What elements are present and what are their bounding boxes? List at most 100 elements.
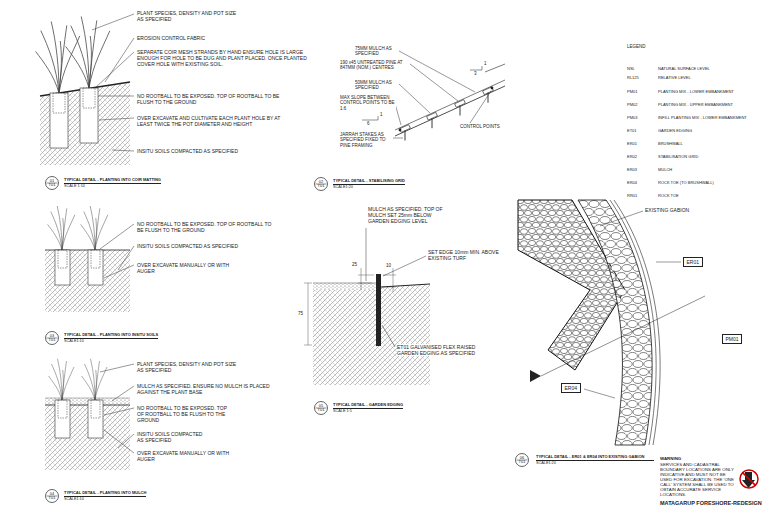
sheet-number: T01 xyxy=(49,183,56,187)
detail-title: TYPICAL DETAIL - PLANTING INTO COIR MATT… xyxy=(64,178,161,184)
leader-line xyxy=(366,228,426,347)
legend-code: PM03 xyxy=(627,116,637,121)
no-dig-warning-icon xyxy=(740,470,758,488)
leader-line xyxy=(99,118,134,120)
detail-title: TYPICAL DETAIL - PLANTING INTO MULCH xyxy=(64,491,146,497)
annotation: SET EDGE 10mm MIN. ABOVE EXISTING TURF xyxy=(428,249,503,261)
annotation: JARRAH STAKES AS SPECIFIED FIXED TO PINE… xyxy=(340,132,392,148)
scale-note: SCALE1:20 xyxy=(536,461,556,466)
leader-line xyxy=(95,52,134,88)
sheet-number: T01 xyxy=(318,408,325,412)
leader-line xyxy=(383,256,426,276)
mulch-planting-section xyxy=(45,359,130,470)
legend-code: RR01 xyxy=(627,194,637,199)
annotation: PLANT SPECIES, DENSITY AND POT SIZE AS S… xyxy=(137,10,237,22)
garden-edging-section xyxy=(383,268,396,292)
material-tag: ER04 xyxy=(561,383,581,393)
annotation: MULCH AS SPECIFIED. ENSURE NO MULCH IS P… xyxy=(137,383,285,395)
stabilising-grid-section xyxy=(399,129,402,132)
gabion-plan xyxy=(614,200,660,445)
leader-line xyxy=(584,211,681,398)
leader-line xyxy=(112,386,134,401)
leader-line xyxy=(399,51,475,92)
sheet-number: T01 xyxy=(519,460,526,464)
coir-planting-section xyxy=(83,88,95,108)
annotation: OVER EXCAVATE MANUALLY OR WITH AUGER xyxy=(137,450,237,462)
stabilising-grid-section xyxy=(362,116,378,120)
insitu-planting-section xyxy=(58,250,67,268)
dimension: 1 xyxy=(484,61,487,66)
coir-planting-section xyxy=(40,82,130,165)
stabilising-grid-section xyxy=(470,66,482,70)
garden-edging-section xyxy=(304,268,396,345)
gabion-plan xyxy=(610,200,656,445)
leader-line xyxy=(98,96,134,97)
detail-title: TYPICAL DETAIL - STABILISING GRID xyxy=(333,179,405,185)
leader-line xyxy=(92,14,134,30)
annotation: PLANT SPECIES, DENSITY AND POT SIZE AS S… xyxy=(137,361,237,373)
annotation: CONTROL POINTS xyxy=(460,124,500,129)
stabilising-grid-section xyxy=(395,80,505,130)
annotation: MAX SLOPE BETWEEN CONTROL POINTS TO BE 1… xyxy=(340,95,396,111)
leader-line xyxy=(118,246,134,270)
garden-edging-section xyxy=(304,268,430,385)
gabion-plan xyxy=(530,370,541,382)
garden-edging-section xyxy=(381,284,430,287)
insitu-planting-section xyxy=(81,206,108,250)
legend-entry: NATURAL SURFACE LEVEL xyxy=(658,67,710,72)
leader-line xyxy=(600,211,643,226)
legend-code: NSL xyxy=(627,67,635,72)
callout-circle xyxy=(46,332,59,345)
dimension: 25 xyxy=(352,262,357,267)
scale-note: SCALE1:10 xyxy=(64,339,84,344)
callout-circle xyxy=(315,178,328,191)
legend-entry: BRUSHWALL xyxy=(658,142,683,147)
leader-line xyxy=(100,224,134,278)
project-title: MATAGARUP FORESHORE-REDESIGN xyxy=(660,500,762,507)
stabilising-grid-section xyxy=(395,86,505,136)
callout-circle xyxy=(315,402,328,415)
legend-code: PM01 xyxy=(627,90,637,95)
annotation: SEPARATE COIR MESH STRANDS BY HAND ENSUR… xyxy=(137,49,309,67)
annotation: 50MM MULCH AS SPECIFIED xyxy=(355,80,397,91)
dimension: 75 xyxy=(298,311,303,316)
coir-planting-section xyxy=(36,17,130,166)
annotation: MULCH AS SPECIFIED. TOP OF MULCH SET 25m… xyxy=(368,206,446,224)
insitu-planting-section xyxy=(45,206,130,312)
leader-line xyxy=(366,228,367,281)
no-dig-warning-icon xyxy=(743,473,756,486)
sheet-number: T01 xyxy=(49,338,56,342)
detail-callout: 06T01 xyxy=(515,453,529,467)
legend-code: ER03 xyxy=(627,168,637,173)
material-tag: ER01 xyxy=(683,257,703,267)
insitu-planting-section xyxy=(88,250,103,285)
scale-note: SCALE 1:5 xyxy=(333,409,352,414)
annotation: OVER EXCAVATE AND CULTIVATE EACH PLANT H… xyxy=(137,115,287,127)
legend-code: ER01 xyxy=(627,142,637,147)
leader-line xyxy=(104,408,134,415)
coir-planting-section xyxy=(66,17,110,89)
legend-entry: INFILL PLANTING MIX - LOWER EMBANKMENT xyxy=(658,116,747,121)
leader-line xyxy=(100,364,134,372)
no-dig-warning-icon xyxy=(740,470,758,488)
leader-line xyxy=(100,224,134,249)
annotation: INSITU SOILS COMPACTED AS SPECIFIED xyxy=(137,148,238,154)
legend-code: ER04 xyxy=(627,181,637,186)
warning-note: SERVICES AND CADASTRAL BOUNDARY LOCATION… xyxy=(660,462,736,497)
leader-line xyxy=(399,84,430,113)
sheet-number: T01 xyxy=(318,184,325,188)
scale-note: SCALE1:10 xyxy=(64,497,84,502)
stabilising-grid-section xyxy=(491,87,494,90)
leader-line xyxy=(92,14,134,151)
detail-callout: 03T01 xyxy=(45,331,59,345)
legend-heading: LEGEND xyxy=(627,44,646,49)
annotation: INSITU SOILS COMPACTED AS SPECIFIED xyxy=(137,243,238,249)
warning-note: WARNING xyxy=(660,456,681,461)
legend-entry: PLANTING MIX - UPPER EMBANKMENT xyxy=(658,103,733,108)
callout-circle xyxy=(46,490,59,503)
legend-entry: ROCK TOE xyxy=(658,194,679,199)
dimension: 1 xyxy=(380,112,383,117)
legend-code: PM02 xyxy=(627,103,637,108)
annotation: NO ROOTBALL TO BE EXPOSED. TOP OF ROOTBA… xyxy=(137,221,272,233)
